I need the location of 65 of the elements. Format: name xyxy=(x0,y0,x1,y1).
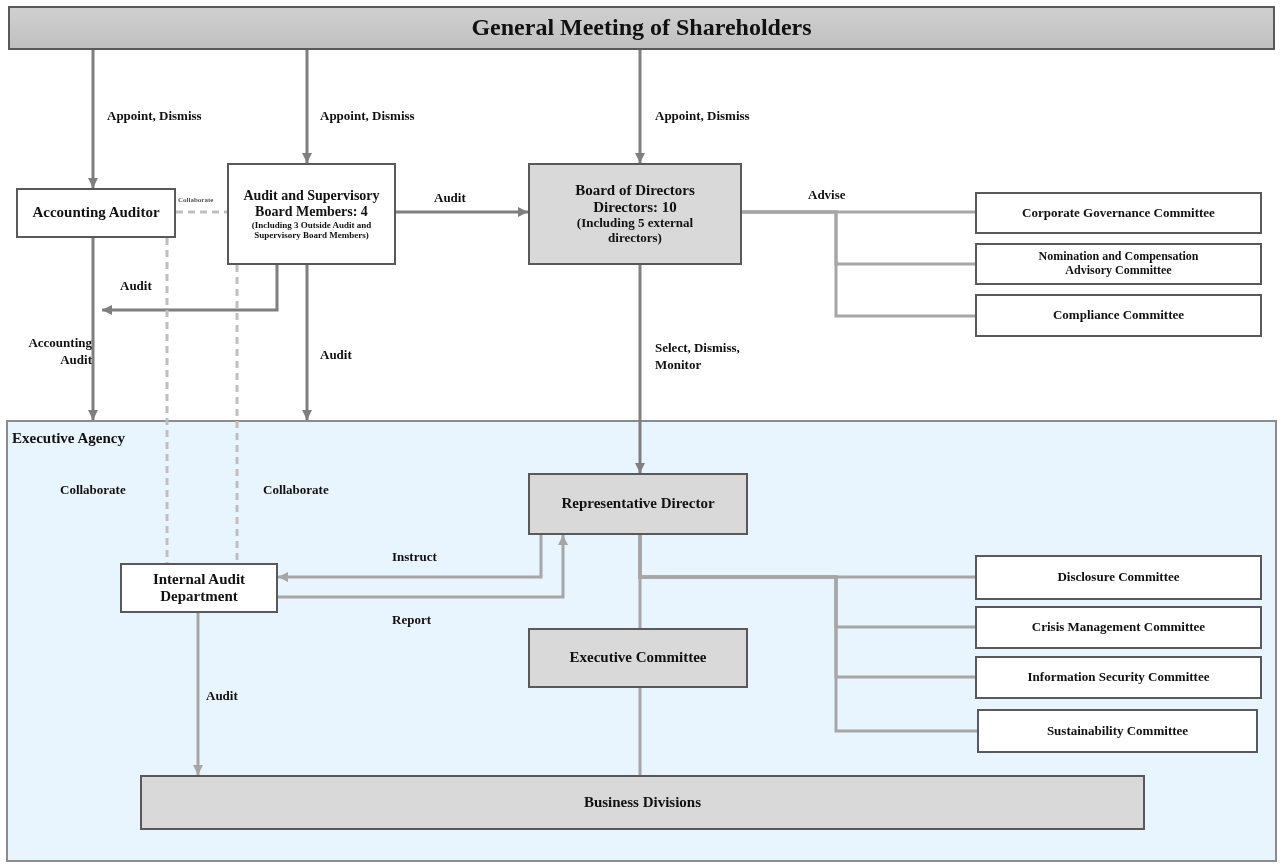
connector-line xyxy=(742,210,975,318)
region-label: Executive Agency xyxy=(12,430,125,448)
node-text: Information Security Committee xyxy=(1027,670,1210,685)
edge-label: Collaborate xyxy=(60,482,126,499)
edge-label: Audit xyxy=(434,190,466,207)
node-text: Business Divisions xyxy=(583,793,702,812)
edge-label: Audit xyxy=(320,347,352,364)
arrow xyxy=(278,535,543,582)
arrow xyxy=(88,50,98,188)
process-box xyxy=(120,563,278,613)
arrow xyxy=(635,265,645,473)
node-text: Representative Director xyxy=(561,495,715,513)
arrow xyxy=(302,50,312,163)
edge-label: Appoint, Dismiss xyxy=(320,108,415,125)
process-box xyxy=(975,243,1262,285)
arrow xyxy=(635,50,645,163)
connector-line xyxy=(176,210,227,214)
process-box xyxy=(975,192,1262,234)
process-box xyxy=(528,163,742,265)
node-subtext: (Including 3 Outside Audit and Supervisory Board Members) xyxy=(250,219,373,241)
process-box xyxy=(977,709,1258,753)
node-subtext: Directors: 10 xyxy=(593,199,677,217)
edge-label: Instruct xyxy=(392,549,437,566)
process-box xyxy=(140,775,1145,830)
title-band xyxy=(8,6,1275,50)
node-text: Accounting Auditor xyxy=(32,204,160,222)
process-box xyxy=(227,163,396,265)
process-box xyxy=(975,555,1262,600)
arrow xyxy=(278,535,568,599)
title-text: General Meeting of Shareholders xyxy=(471,14,812,42)
node-text: Sustainability Committee xyxy=(1046,723,1189,739)
node-subtext: (Including 5 external directors) xyxy=(575,216,695,247)
edge-label: Audit xyxy=(206,688,238,705)
process-box xyxy=(16,188,176,238)
node-text: Corporate Governance Committee xyxy=(1022,205,1215,221)
node-text: Nomination and Compensation Advisory Committee xyxy=(1037,250,1200,278)
process-box xyxy=(975,606,1262,649)
arrow xyxy=(396,207,528,217)
node-text: Compliance Committee xyxy=(1052,308,1185,323)
connector-line xyxy=(235,265,239,563)
edge-label: Appoint, Dismiss xyxy=(107,108,202,125)
node-text: Crisis Management Committee xyxy=(1031,620,1206,635)
node-text: Disclosure Committee xyxy=(1057,570,1180,585)
arrow xyxy=(102,265,279,315)
edge-label: Report xyxy=(392,612,431,629)
node-text: Audit and Supervisory Board Members: 4 xyxy=(242,187,381,220)
edge-label: Appoint, Dismiss xyxy=(655,108,750,125)
edge-label: Collaborate xyxy=(263,482,329,499)
process-box xyxy=(975,294,1262,337)
edge-label: Audit xyxy=(120,278,152,295)
node-text: Internal Audit Department xyxy=(151,570,247,606)
region-box xyxy=(6,420,1277,862)
arrow xyxy=(193,613,203,775)
connector-line xyxy=(638,688,642,775)
node-text: Executive Committee xyxy=(569,649,707,667)
arrow xyxy=(302,265,312,420)
edge-label: Select, Dismiss, Monitor xyxy=(655,340,741,374)
connector-line xyxy=(165,238,169,563)
node-text: Board of Directors xyxy=(575,181,695,200)
process-box xyxy=(528,628,748,688)
edge-label: Accounting Audit xyxy=(27,335,92,369)
process-box xyxy=(528,473,748,535)
edge-label: Advise xyxy=(808,187,846,204)
arrow xyxy=(88,238,98,420)
process-box xyxy=(975,656,1262,699)
